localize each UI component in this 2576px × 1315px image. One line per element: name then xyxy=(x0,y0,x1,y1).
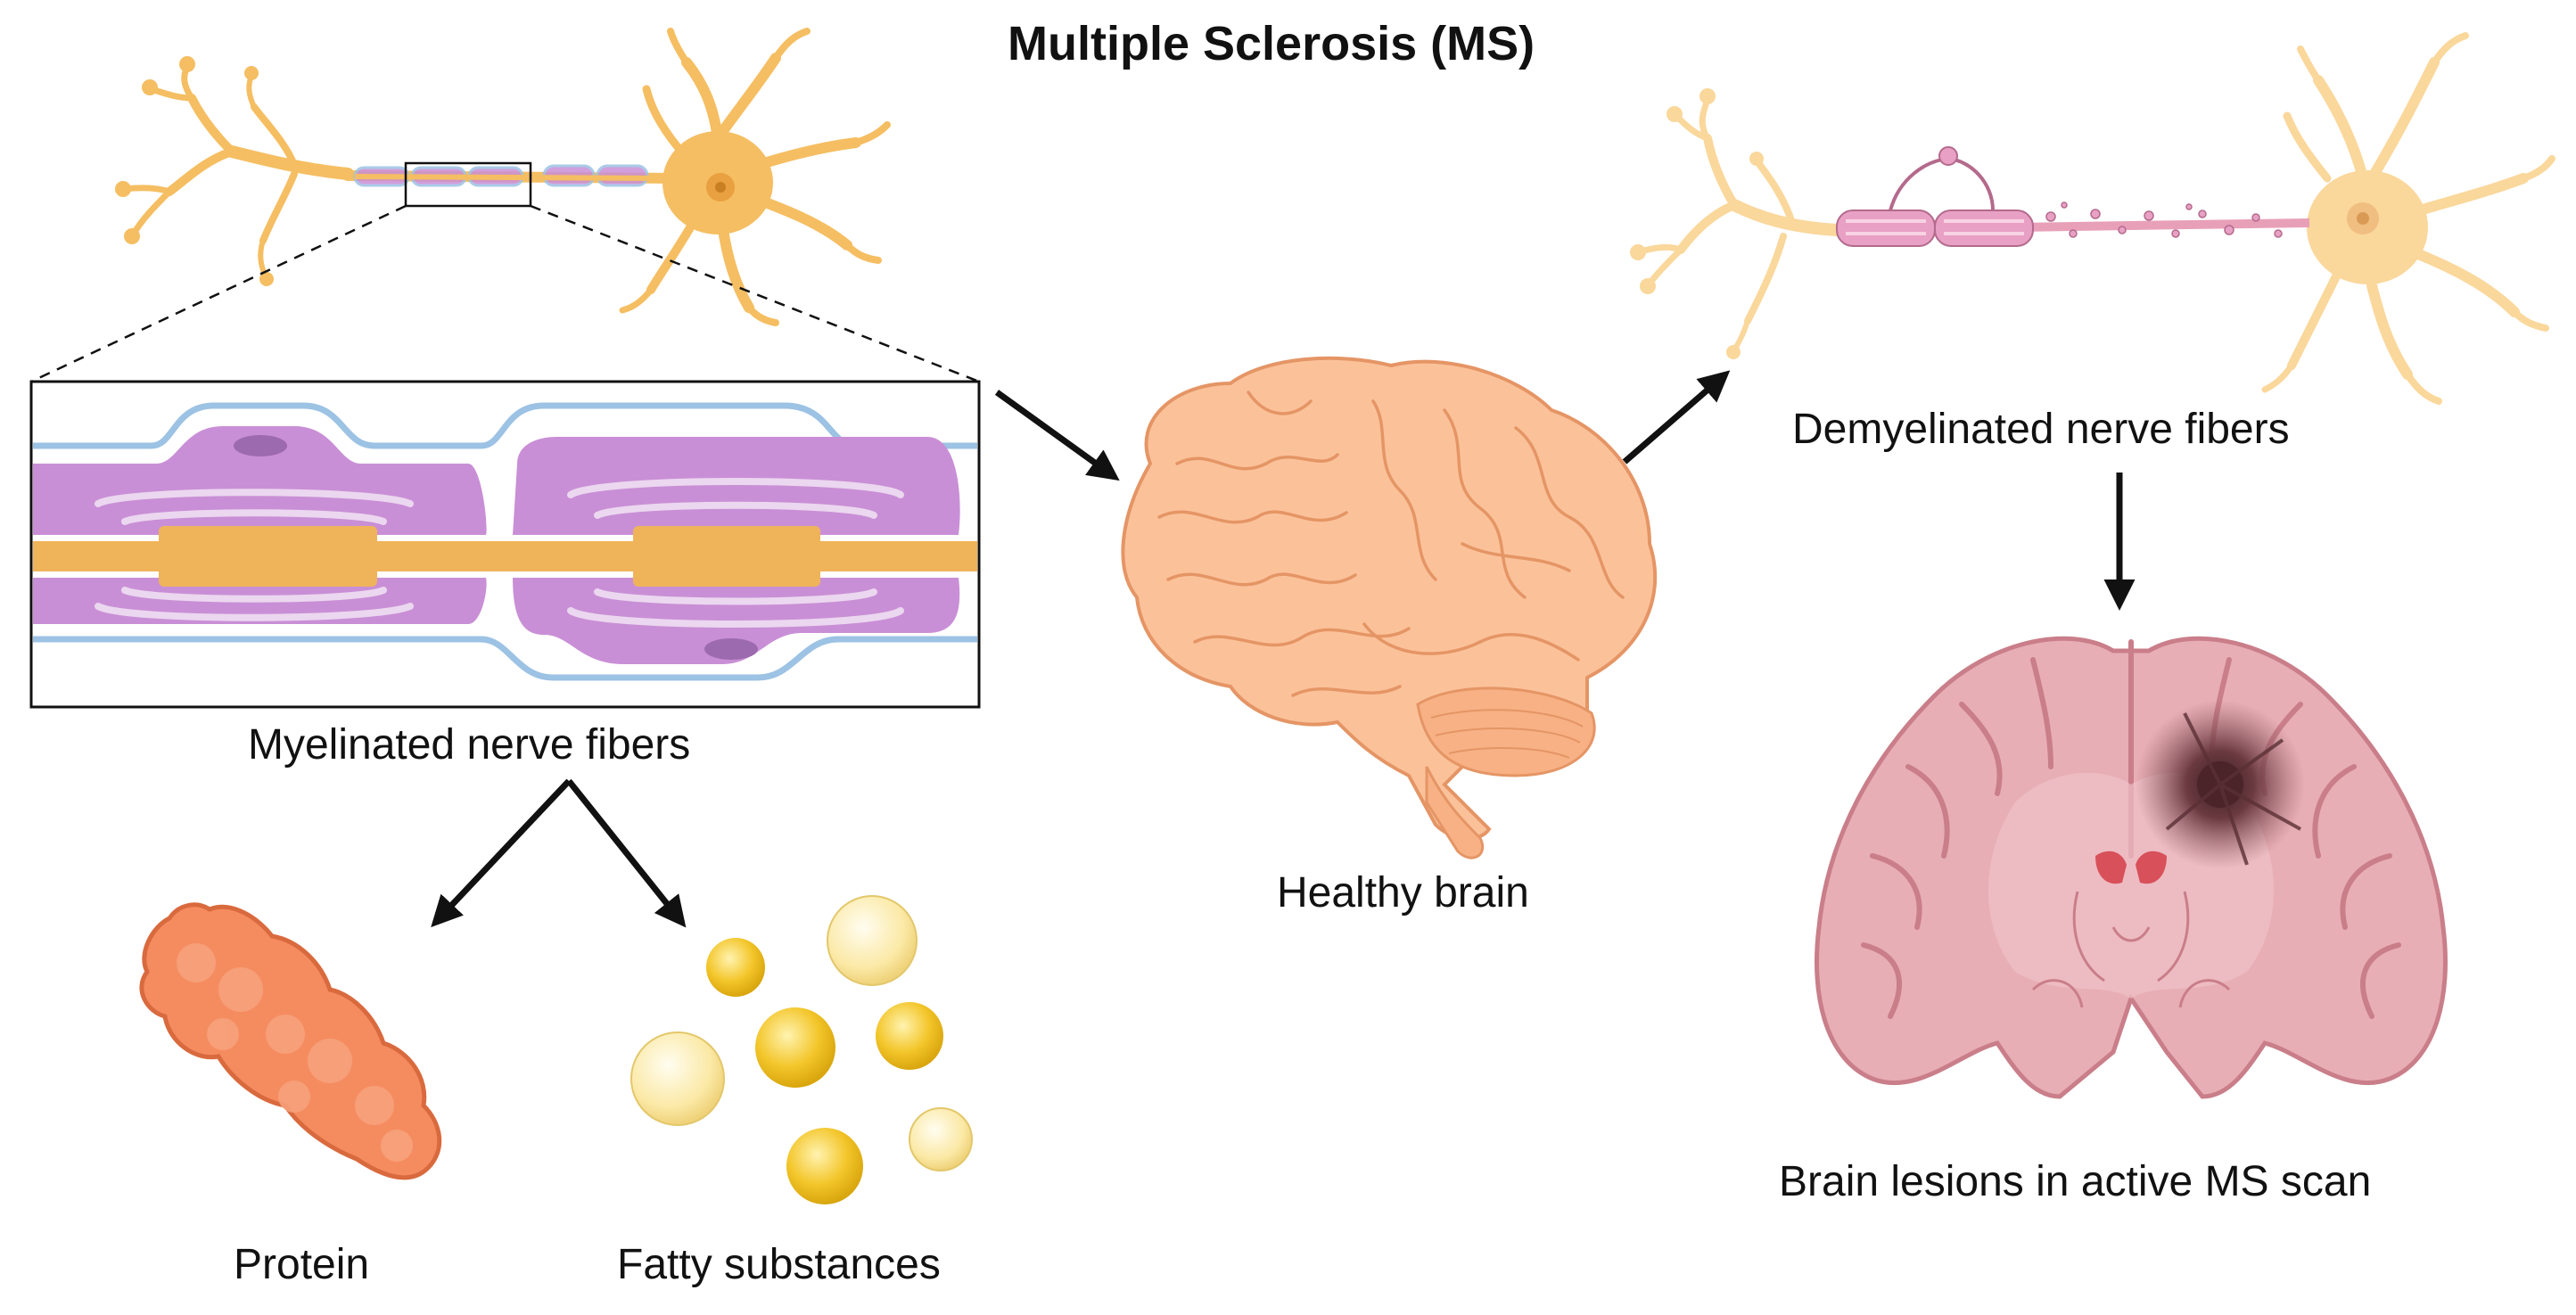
brain-lesion-section xyxy=(1815,636,2448,1099)
arrow-to-fatty xyxy=(566,778,687,928)
healthy-brain-illustration xyxy=(1121,356,1658,859)
label-healthy-brain: Healthy brain xyxy=(1277,869,1529,916)
protein-illustration xyxy=(139,902,442,1180)
label-fatty: Fatty substances xyxy=(617,1241,941,1288)
arrow-myelin-to-brain xyxy=(994,390,1120,481)
fatty-substances-illustration xyxy=(630,895,973,1204)
label-protein: Protein xyxy=(234,1241,370,1288)
diagram-title: Multiple Sclerosis (MS) xyxy=(1008,17,1535,70)
label-lesions: Brain lesions in active MS scan xyxy=(1779,1158,2372,1205)
myelin-zoom-panel xyxy=(29,380,981,709)
label-myelinated: Myelinated nerve fibers xyxy=(248,721,691,768)
arrow-brain-to-demyelinated xyxy=(1622,370,1731,464)
demyelinated-neuron xyxy=(1630,32,2555,405)
label-demyelinated: Demyelinated nerve fibers xyxy=(1792,406,2290,453)
arrow-to-protein xyxy=(431,778,572,928)
myelinated-neuron xyxy=(30,28,980,383)
flow-arrows xyxy=(431,370,2136,928)
